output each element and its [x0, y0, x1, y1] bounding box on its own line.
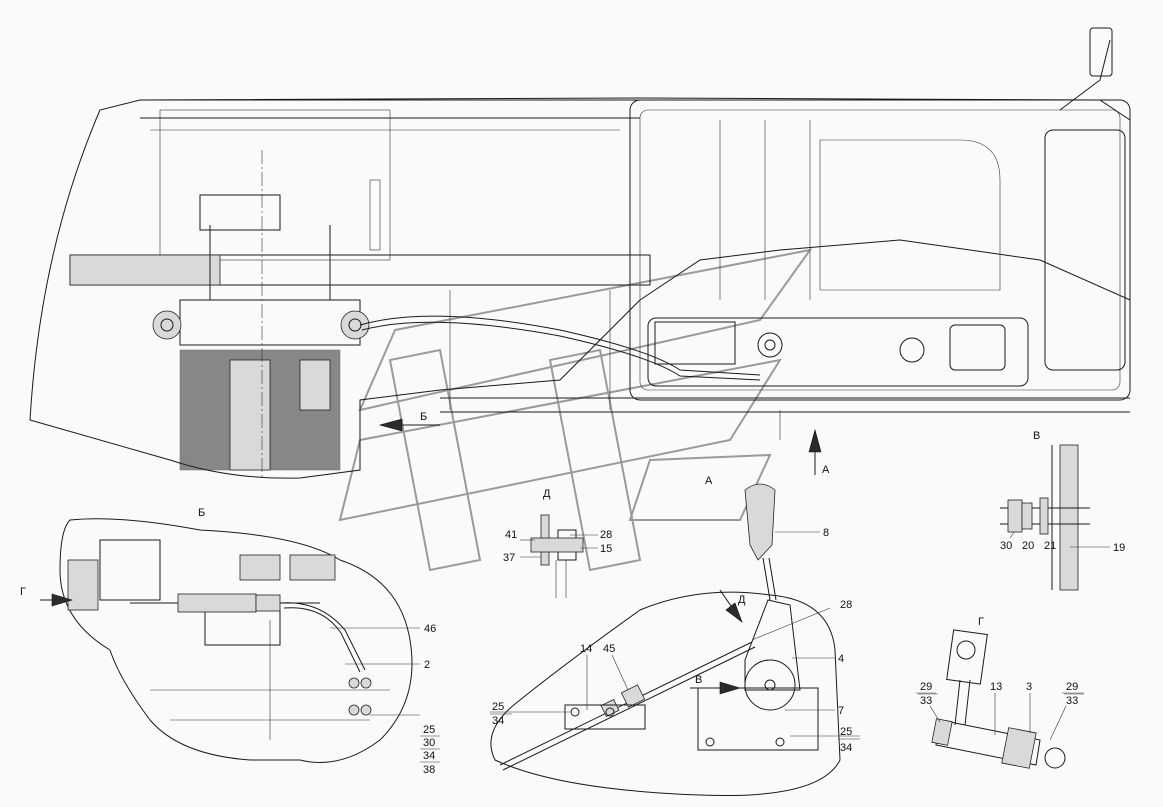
callout-dividers: [490, 693, 1084, 740]
label-a-detail: А: [705, 475, 713, 487]
label-b-detail: Б: [198, 507, 205, 519]
view-arrow-b: Б: [378, 411, 440, 432]
callout-34-a1: 34: [492, 715, 504, 727]
callout-8: 8: [823, 527, 829, 539]
callout-37: 37: [503, 552, 515, 564]
callout-45: 45: [603, 643, 615, 655]
main-view-tractor: [29, 27, 1131, 480]
label-g-arrow: Г: [20, 586, 26, 598]
label-d-detail: Д: [543, 488, 551, 500]
callout-33-g2: 33: [1066, 695, 1078, 707]
detail-a: А Д В 8 28 4 7 25: [490, 475, 860, 797]
callout-38: 38: [423, 764, 435, 776]
label-v-arrow: В: [695, 674, 702, 686]
callout-29-g1: 29: [920, 681, 932, 693]
label-v-detail: В: [1033, 430, 1040, 442]
callout-25-b: 25: [423, 724, 435, 736]
callout-25-a1: 25: [492, 701, 504, 713]
callout-46: 46: [424, 623, 436, 635]
callout-28-d: 28: [600, 529, 612, 541]
label-b-arrow: Б: [420, 411, 427, 423]
label-a-arrow: А: [822, 464, 830, 476]
callout-19: 19: [1113, 542, 1125, 554]
callout-30-v: 30: [1000, 540, 1012, 552]
callout-41: 41: [505, 529, 517, 541]
callout-34-b: 34: [423, 750, 435, 762]
view-arrow-a: А: [808, 428, 830, 476]
callout-33-g1: 33: [920, 695, 932, 707]
callout-2: 2: [424, 659, 430, 671]
callout-21: 21: [1044, 540, 1056, 552]
callout-15: 15: [600, 543, 612, 555]
detail-d: Д 41 37 28 15: [503, 488, 612, 598]
callout-29-g2: 29: [1066, 681, 1078, 693]
detail-g: Г 29 33 13 3 29 33: [916, 616, 1084, 769]
callout-13: 13: [990, 681, 1002, 693]
callout-25-a2: 25: [840, 726, 852, 738]
callout-28-a: 28: [840, 599, 852, 611]
watermark: [338, 248, 813, 572]
callout-30-b: 30: [423, 737, 435, 749]
callout-4: 4: [838, 653, 844, 665]
callout-34-a2: 34: [840, 742, 852, 754]
label-g-detail: Г: [978, 616, 984, 628]
callout-14: 14: [580, 643, 592, 655]
label-d-arrow: Д: [738, 594, 746, 606]
detail-v: В 30 20 21 19: [1000, 430, 1125, 591]
callout-7: 7: [838, 705, 844, 717]
callout-20: 20: [1022, 540, 1034, 552]
detail-b: Б Г 46 2 25 30 34 38: [20, 507, 440, 776]
callout-3: 3: [1026, 681, 1032, 693]
